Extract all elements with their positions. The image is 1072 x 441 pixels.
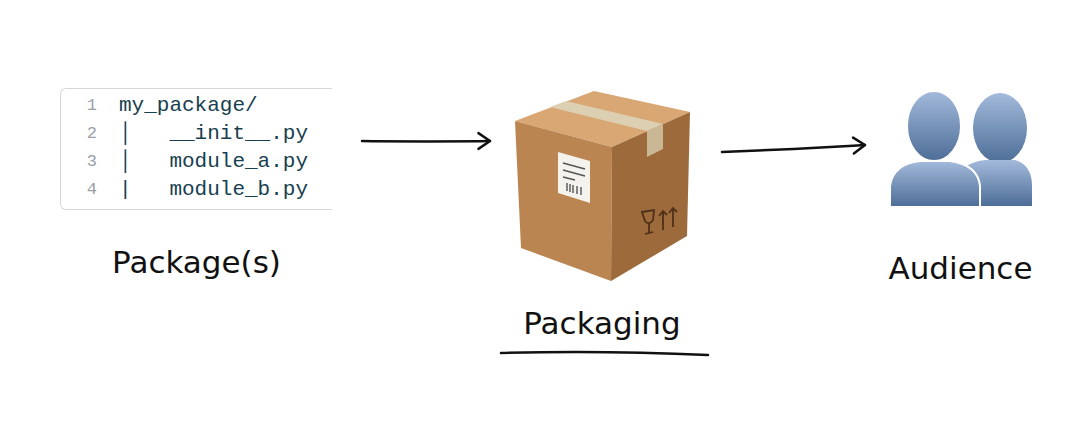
person-head bbox=[973, 93, 1027, 163]
tape bbox=[550, 101, 663, 131]
caption-label: Package(s) bbox=[77, 244, 317, 280]
box-left-face bbox=[515, 121, 612, 281]
person-head bbox=[907, 91, 961, 161]
arrow-shaft bbox=[362, 140, 490, 143]
audience-icon bbox=[890, 91, 1032, 207]
caption-label: Audience bbox=[841, 250, 1072, 286]
cardboard-box-icon bbox=[515, 91, 690, 281]
code-line: │ __init__.py bbox=[119, 122, 316, 145]
icon-node: Packaging bbox=[512, 85, 692, 285]
shipping-sticker bbox=[558, 152, 590, 203]
underline bbox=[501, 352, 708, 355]
barcode bbox=[563, 163, 585, 195]
line-number: 1 bbox=[79, 96, 97, 115]
code-lines: 1 my_package/2 │ __init__.py 3 │ module_a.py… bbox=[61, 89, 332, 203]
fragile-symbol bbox=[642, 210, 654, 234]
arrow-head bbox=[853, 138, 865, 154]
code-line: | module_b.py bbox=[119, 178, 316, 201]
tape bbox=[647, 124, 663, 157]
line-number: 2 bbox=[79, 124, 97, 143]
code-line: my_package/ bbox=[119, 94, 316, 117]
person-body bbox=[890, 161, 980, 207]
arrow-shaft bbox=[722, 145, 865, 152]
caption-label: Packaging bbox=[482, 305, 722, 341]
flow-arrow bbox=[362, 133, 490, 149]
code-panel: 1 my_package/2 │ __init__.py 3 │ module_a.py… bbox=[60, 88, 332, 210]
arrow-head bbox=[478, 133, 490, 149]
this-side-up-symbol bbox=[659, 208, 677, 230]
line-number: 3 bbox=[79, 152, 97, 171]
line-number: 4 bbox=[79, 180, 97, 199]
box-right-face bbox=[611, 112, 690, 281]
code-line: │ module_a.py bbox=[119, 150, 316, 173]
icon-node: Audience bbox=[888, 88, 1033, 208]
flow-arrow bbox=[722, 138, 865, 154]
